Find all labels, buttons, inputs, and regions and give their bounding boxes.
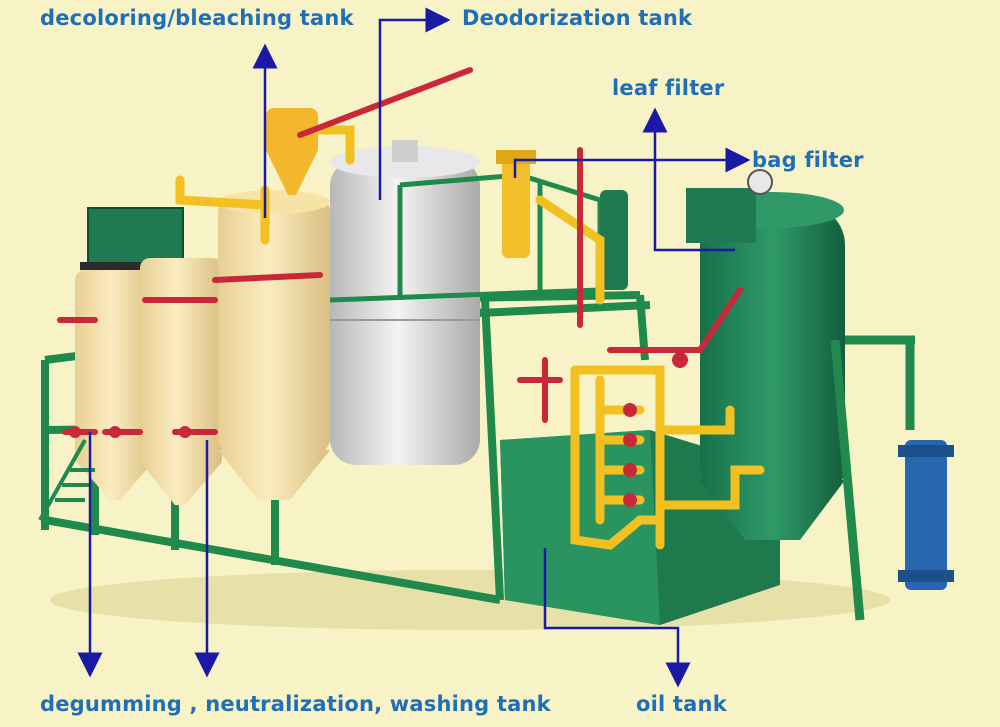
leaf-filter-vessel xyxy=(686,169,845,540)
label-leaf-filter: leaf filter xyxy=(612,76,725,100)
label-bag-filter: bag filter xyxy=(752,148,864,172)
cream-tank-3 xyxy=(218,190,330,500)
label-bleaching-tank: decoloring/bleaching tank xyxy=(40,6,354,30)
leaf-filter-stand xyxy=(830,335,915,621)
deodorization-tank-body xyxy=(330,140,480,465)
heat-exchanger xyxy=(898,440,954,590)
valves xyxy=(69,352,688,507)
label-oil-tank: oil tank xyxy=(636,692,727,716)
cream-tank-2 xyxy=(140,258,222,505)
yellow-vacuum-tank xyxy=(266,108,318,195)
label-degumming-tank: degumming , neutralization, washing tank xyxy=(40,692,551,716)
label-deodorization-tank: Deodorization tank xyxy=(462,6,693,30)
bag-filter-unit xyxy=(600,190,628,290)
arrow-to-leaf-filter-label xyxy=(642,107,735,252)
arrow-to-bag-filter-label xyxy=(513,147,751,178)
small-green-tank xyxy=(87,207,184,267)
arrow-to-oil-tank-label xyxy=(543,548,691,688)
arrow-to-deodorization-label xyxy=(378,7,451,200)
callout-lines xyxy=(77,7,751,688)
